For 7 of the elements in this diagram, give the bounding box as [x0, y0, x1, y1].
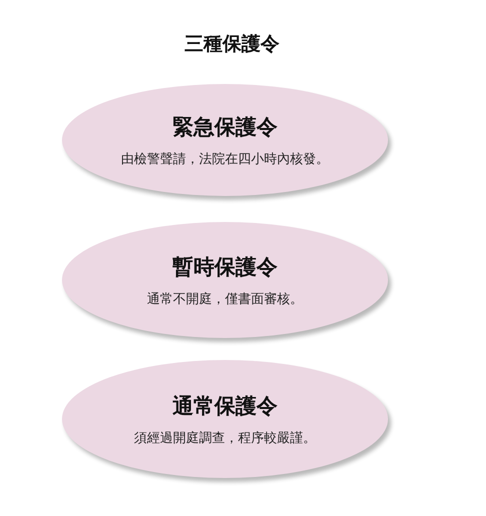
oval-description: 通常不開庭，僅書面審核。	[147, 290, 303, 308]
oval-heading: 緊急保護令	[172, 114, 278, 140]
oval-heading: 暫時保護令	[172, 254, 278, 280]
oval-heading: 通常保護令	[172, 392, 278, 420]
diagram-title: 三種保護令	[184, 32, 280, 57]
oval-description: 由檢警聲請，法院在四小時內核發。	[121, 150, 329, 168]
oval-description: 須經過開庭調查，程序較嚴謹。	[134, 430, 316, 446]
